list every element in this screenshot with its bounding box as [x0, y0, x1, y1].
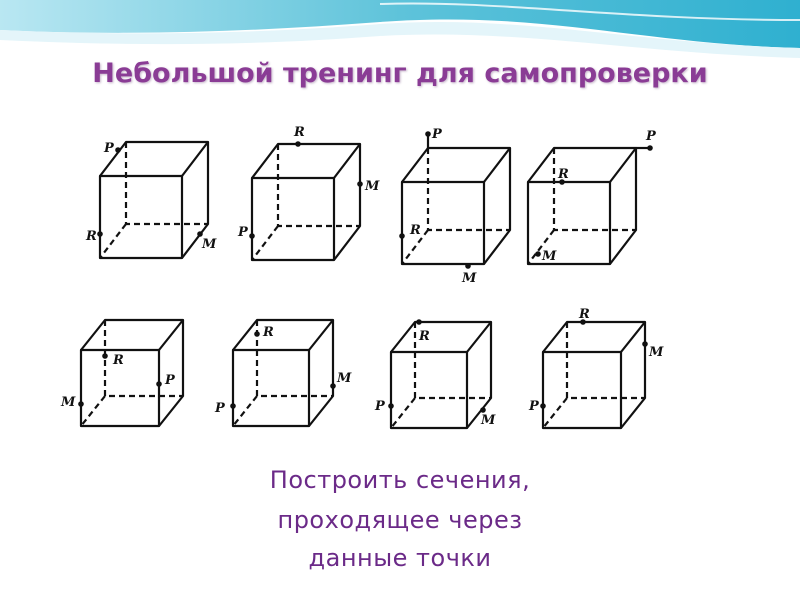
label-r-cube-5: R: [112, 353, 124, 368]
caption-line-3: данные точки: [308, 544, 492, 572]
caption-line-1: Построить сечения,: [269, 466, 531, 494]
cube-row-top-drawing: P R M R M P P R M P R M: [85, 125, 657, 286]
label-p-cube-3: P: [431, 127, 443, 142]
cube-1: [98, 140, 210, 260]
label-p-cube-7: P: [374, 399, 386, 414]
label-r-cube-2: R: [293, 125, 305, 140]
label-p-cube-6: P: [214, 401, 226, 416]
label-m-cube-2: M: [364, 179, 380, 194]
cube-3: [400, 134, 512, 266]
label-m-cube-8: M: [648, 345, 664, 360]
cube-row-bottom-drawing: R P M R M P R P M R M P: [60, 307, 664, 430]
label-m-cube-4: M: [541, 249, 557, 264]
label-r-cube-6: R: [262, 325, 274, 340]
label-p-cube-2: P: [237, 225, 249, 240]
label-r-cube-1: R: [85, 229, 97, 244]
label-p-cube-8: P: [528, 399, 540, 414]
label-r-cube-8: R: [578, 307, 590, 322]
label-m-cube-3: M: [461, 271, 477, 286]
label-m-cube-7: M: [480, 413, 496, 428]
caption-line-2: проходящее через: [277, 506, 523, 534]
label-r-cube-4: R: [557, 167, 569, 182]
label-p-cube-1: P: [103, 141, 115, 156]
cube-7: [389, 320, 493, 430]
cube-row-bottom: R P M R M P R P M R M P: [45, 302, 670, 442]
cube-4: [526, 146, 652, 266]
cube-2: [250, 142, 362, 262]
header-wave-decoration: [0, 0, 800, 59]
cube-6: [231, 318, 335, 428]
label-m-cube-6: M: [336, 371, 352, 386]
label-m-cube-1: M: [201, 237, 217, 252]
cube-5: [79, 318, 185, 428]
slide-title: Небольшой тренинг для самопроверки: [92, 58, 708, 89]
label-r-cube-7: R: [418, 329, 430, 344]
label-p-cube-5: P: [164, 373, 176, 388]
label-m-cube-5: M: [60, 395, 76, 410]
label-r-cube-3: R: [409, 223, 421, 238]
cube-row-top: P R M R M P P R M P R M: [82, 118, 666, 294]
label-p-cube-4: P: [645, 129, 657, 144]
cube-8: [541, 320, 647, 430]
